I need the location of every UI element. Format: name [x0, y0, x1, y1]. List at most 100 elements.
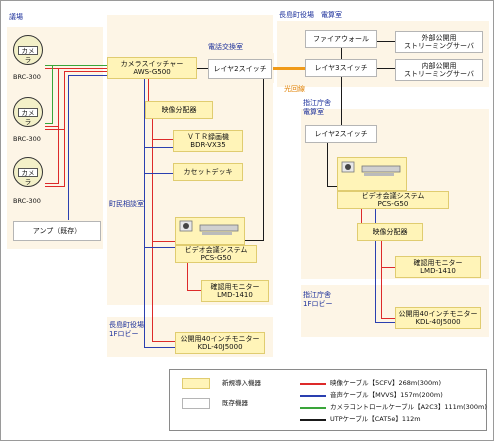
legend-audio-label: 音声ケーブル【MVVS】157m(200m)	[330, 391, 443, 399]
video-split-vtr	[152, 139, 174, 140]
camera-2-model: BRC-300	[13, 135, 41, 143]
fiber-label: 光回線	[284, 85, 305, 93]
camera-switcher-name: カメラスイッチャー	[120, 60, 184, 68]
cassette-deck-label: カセットデッキ	[183, 168, 233, 176]
firewall: ファイアウォール	[305, 30, 377, 48]
area-label-shisho-densan-2: 電算室	[303, 108, 324, 116]
monitor-chomin-model: LMD-1410	[217, 291, 253, 299]
audio-lobby	[144, 347, 176, 348]
int-stream-server-line2: ストリーミングサーバ	[404, 70, 474, 78]
monitor-shisho-name: 確認用モニター	[413, 259, 463, 267]
audio-trunk	[144, 77, 145, 347]
utp-fw-ext	[377, 41, 395, 42]
audio-shisho-down	[375, 201, 376, 323]
int-stream-server-line1: 内部公開用	[421, 62, 457, 70]
video-cable-cam3b	[45, 186, 65, 187]
video-chomin-monitor-h	[187, 290, 201, 291]
legend-control-label: カメラコントロールケーブル【A2C3】111m(300m)	[330, 403, 487, 411]
ext-stream-server-line1: 外部公開用	[421, 34, 457, 42]
legend-audio-swatch	[300, 395, 326, 397]
video-conf-chomin-model: PCS-G50	[200, 254, 232, 262]
video-conf-shisho-name: ビデオ会議システム	[361, 192, 425, 200]
camera-1: カメラ	[13, 35, 43, 65]
video-cable-cam3	[45, 183, 59, 184]
video-conf-chomin-icon	[179, 220, 239, 235]
legend-control-swatch	[300, 407, 326, 409]
camera-3-tag: カメラ	[18, 168, 38, 186]
lobby-monitor-honcho-model: KDL-40J5000	[197, 343, 243, 351]
ext-stream-server: 外部公開用 ストリーミングサーバ	[395, 31, 483, 53]
utp-fw-l3	[341, 47, 342, 61]
audio-vtr	[144, 147, 174, 148]
camera-switcher: カメラスイッチャー AWS-G500	[107, 57, 197, 79]
utp-l3-int	[377, 68, 395, 69]
cassette-deck: カセットデッキ	[173, 163, 243, 181]
video-conf-chomin-name: ビデオ会議システム	[184, 246, 248, 254]
layer2-switch-shisho-label: レイヤ2スイッチ	[314, 130, 368, 138]
legend-video-label: 映像ケーブル【5CFV】268m(300m)	[330, 379, 442, 387]
control-cable-cam1	[45, 65, 107, 66]
control-cable-cam2	[45, 123, 53, 124]
area-label-gijo: 議場	[9, 13, 23, 21]
audio-chomin	[144, 247, 176, 248]
video-shisho-lobby	[381, 318, 395, 319]
utp-l2-chomin	[263, 77, 264, 241]
lobby-monitor-shisho-model: KDL-40J5000	[415, 318, 461, 326]
layer2-switch-denwa: レイヤ2スイッチ	[208, 59, 272, 79]
lobby-monitor-honcho-name: 公開用40インチモニター	[180, 335, 260, 343]
layer2-switch-denwa-label: レイヤ2スイッチ	[213, 65, 267, 73]
legend-new-swatch	[182, 378, 210, 389]
layer3-switch: レイヤ3スイッチ	[305, 59, 377, 77]
legend-old-swatch	[182, 398, 210, 409]
int-stream-server: 内部公開用 ストリーミングサーバ	[395, 59, 483, 81]
area-label-shisho-lobby-1: 指江庁舎	[303, 291, 331, 299]
video-cable-cam-trunk2-top	[64, 71, 107, 72]
camera-2-tag: カメラ	[18, 108, 38, 126]
firewall-label: ファイアウォール	[313, 35, 369, 43]
camera-1-model: BRC-300	[13, 73, 41, 81]
video-conf-shisho-icon	[341, 161, 401, 176]
video-cable-cam-trunk2	[64, 71, 65, 187]
video-switcher-split	[148, 77, 149, 113]
amp-box: アンプ（既存）	[13, 221, 101, 241]
utp-shisho-vc-h	[327, 186, 341, 187]
legend-utp-label: UTPケーブル【CAT5e】112m	[330, 415, 421, 423]
camera-switcher-model: AWS-G500	[133, 68, 171, 76]
video-conf-chomin: ビデオ会議システム PCS-G50	[175, 245, 257, 263]
ext-stream-server-line2: ストリーミングサーバ	[404, 42, 474, 50]
utp-l3-shisho	[341, 77, 342, 127]
video-split-lobby-v	[152, 296, 153, 342]
amp-label: アンプ（既存）	[32, 227, 82, 235]
video-shisho-split-down	[381, 239, 382, 319]
camera-1-tag: カメラ	[18, 46, 38, 64]
area-label-honcho-lobby-2: 1Fロビー	[109, 330, 139, 338]
area-label-honcho-lobby-1: 長島町役場	[109, 321, 144, 329]
layer3-switch-label: レイヤ3スイッチ	[314, 64, 368, 72]
monitor-shisho-model: LMD-1410	[420, 267, 456, 275]
camera-3-model: BRC-300	[13, 197, 41, 205]
monitor-chomin: 確認用モニター LMD-1410	[201, 280, 269, 302]
camera-2: カメラ	[13, 97, 43, 127]
video-split-down	[152, 119, 153, 297]
video-conf-shisho-device	[337, 157, 407, 191]
legend-new-label: 新規導入機器	[222, 379, 261, 387]
video-shisho-vc-split	[361, 201, 362, 225]
video-cable-cam2	[45, 126, 59, 127]
video-chomin-monitor	[187, 259, 188, 291]
video-cable-cam1	[45, 68, 107, 69]
vtr-recorder-name: ＶＴＲ録画機	[187, 133, 229, 141]
video-shisho-mon	[381, 267, 395, 268]
audio-shisho-lobby	[375, 322, 395, 323]
area-label-chomin: 町民相談室	[109, 200, 144, 208]
lobby-monitor-shisho: 公開用40インチモニター KDL-40J5000	[395, 307, 481, 329]
audio-cable-amp-top	[68, 75, 107, 76]
control-cable-trunk	[52, 65, 53, 124]
layer2-switch-shisho: レイヤ2スイッチ	[305, 125, 377, 143]
video-splitter-shisho-label: 映像分配器	[372, 228, 408, 236]
monitor-chomin-name: 確認用モニター	[210, 283, 260, 291]
utp-l2-chomin-h	[241, 240, 264, 241]
legend-video-swatch	[300, 383, 326, 385]
monitor-shisho: 確認用モニター LMD-1410	[395, 256, 481, 278]
fiber-l2-l3	[273, 67, 305, 70]
video-cable-cam2b	[45, 129, 65, 130]
